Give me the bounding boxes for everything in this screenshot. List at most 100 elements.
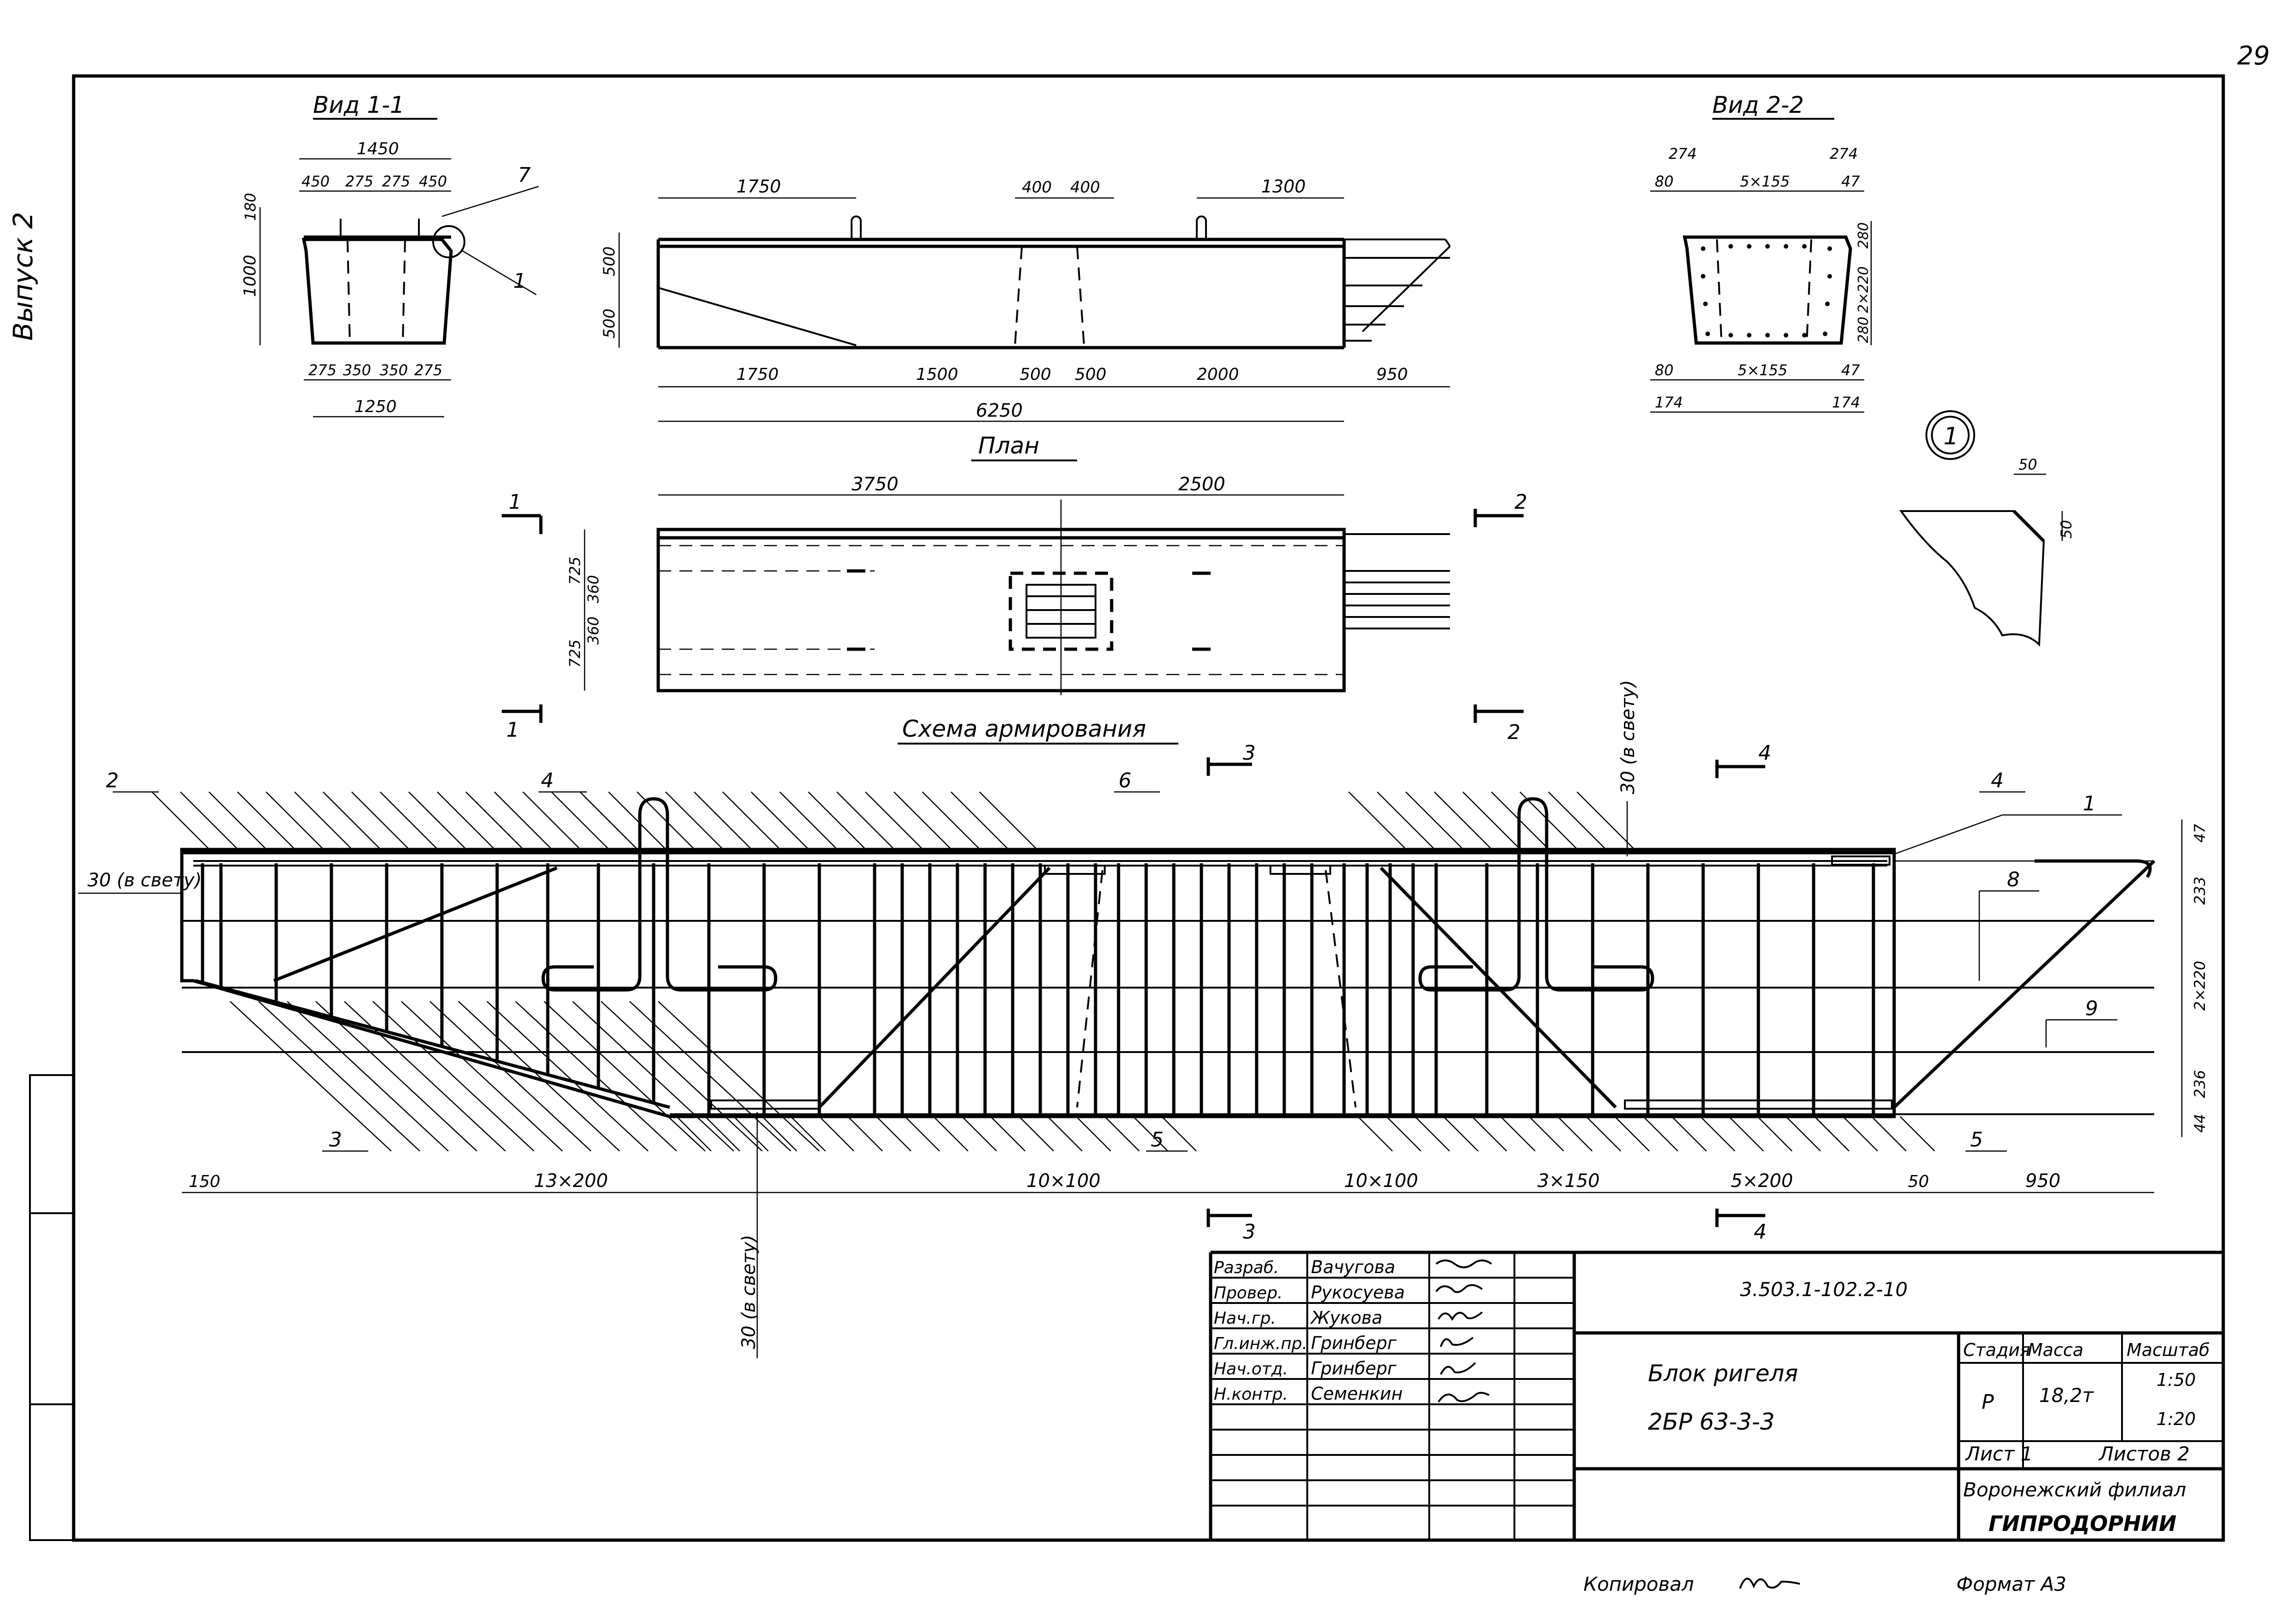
left-strip: [29, 1074, 75, 1541]
signatures: [1435, 1259, 1492, 1403]
reinf-section-mark: 3: [1243, 741, 1256, 765]
elev-dim: 400: [1070, 178, 1100, 197]
plan-view: План 3750 2500 725 360 360 725: [502, 432, 1527, 744]
title-block-role: Нач.отд.: [1214, 1360, 1288, 1379]
view22-dim: 280: [1855, 317, 1872, 343]
view22-dim: 80: [1655, 173, 1674, 190]
plan-dim: 2500: [1178, 474, 1225, 495]
plan-section-mark: 2: [1514, 490, 1527, 514]
view11-callout: 7: [518, 163, 531, 187]
title-block-person: Жукова: [1310, 1308, 1382, 1328]
reinf-callout: 4: [1991, 769, 2004, 792]
hatch-bottom: [230, 1001, 1935, 1152]
reinf-callout: 8: [2007, 868, 2020, 891]
product-mark: 2БР 63-3-3: [1648, 1408, 1775, 1435]
view22-dim: 280: [1855, 222, 1872, 249]
elev-dim: 1750: [736, 365, 779, 384]
view11-dim: 1000: [241, 255, 260, 297]
view11-dim: 275: [345, 173, 373, 190]
title-block-person: Гринберг: [1311, 1358, 1397, 1379]
detail-1: 1 50 50: [1899, 410, 2075, 647]
reinf-dim: 10×100: [1026, 1170, 1101, 1192]
doc-code: 3.503.1-102.2-10: [1740, 1278, 1908, 1301]
view11-dim: 275: [382, 173, 410, 190]
view11-callout: 1: [513, 269, 526, 293]
view22-dim: 174: [1655, 394, 1683, 411]
side-label: Выпуск 2: [7, 212, 39, 341]
plan-dim: 360: [585, 617, 602, 645]
view11-dim: 1450: [357, 140, 399, 158]
view11-dim: 350: [380, 361, 408, 379]
view22-dim: 274: [1669, 145, 1697, 163]
view11-dim: 450: [419, 173, 447, 190]
title-block-role: Гл.инж.пр.: [1214, 1334, 1307, 1353]
elev-dim: 1500: [916, 365, 958, 384]
elev-dim: 500: [1075, 365, 1107, 384]
reinf-callout: 1: [2083, 792, 2096, 815]
elevation-view: 1750 400 400 1300 500 500 1750 1500 500 …: [600, 176, 1451, 422]
reinf-section-mark: 4: [1754, 1220, 1767, 1244]
view22-dim: 274: [1830, 145, 1858, 163]
reinf-callout: 2: [106, 769, 119, 792]
plan-dim: 725: [566, 557, 584, 585]
view11-dim: 1250: [354, 397, 397, 416]
reinf-dim: 950: [2025, 1170, 2060, 1192]
title-block-person: Рукосуева: [1311, 1282, 1405, 1303]
view11-dim: 450: [301, 173, 330, 190]
view11-dim: 275: [308, 361, 336, 379]
elev-dim: 2000: [1197, 365, 1239, 384]
stage-value: Р: [1982, 1390, 1994, 1414]
view22-dim: 5×155: [1738, 361, 1787, 379]
reinf-dim: 10×100: [1344, 1170, 1418, 1192]
elev-dim: 1750: [736, 176, 781, 197]
product-name: Блок ригеля: [1648, 1360, 1798, 1387]
reinf-dim: 236: [2191, 1070, 2209, 1098]
plan-title: План: [978, 432, 1039, 459]
plan-dim: 360: [585, 575, 602, 603]
reinf-dim: 47: [2191, 824, 2209, 843]
stirrups: [201, 863, 1875, 1114]
hatch-top: [151, 791, 1635, 850]
view11-title: Вид 1-1: [313, 92, 405, 118]
scale-value-1: 1:50: [2157, 1370, 2196, 1390]
reinf-dim: 44: [2191, 1114, 2209, 1133]
reinf-note: 30 (в свету): [738, 1235, 760, 1349]
reinf-title: Схема армирования: [902, 716, 1146, 742]
sheet-count: Листов 2: [2098, 1443, 2190, 1465]
sheet-frame: [72, 74, 2225, 1542]
view-2-2: Вид 2-2 274 274 80 5×155 47 280 2×220 28…: [1650, 92, 1872, 413]
stage-label: Стадия: [1963, 1340, 2030, 1360]
title-block: Разраб.ВачуговаПровер.РукосуеваНач.гр.Жу…: [1209, 1251, 2223, 1540]
scale-value-2: 1:20: [2157, 1409, 2196, 1429]
elev-total: 6250: [976, 400, 1023, 421]
reinf-dim: 13×200: [534, 1170, 608, 1192]
title-block-role: Нач.гр.: [1214, 1309, 1276, 1328]
title-block-role: Н.контр.: [1214, 1385, 1288, 1404]
reinf-callout: 9: [2085, 997, 2098, 1020]
view-1-1: Вид 1-1 1450 450 275 275 450 180 1000 27…: [241, 92, 539, 418]
reinf-dim: 3×150: [1537, 1170, 1600, 1192]
plan-section-mark: 1: [509, 490, 522, 514]
elev-dim: 500: [600, 308, 619, 338]
reinf-callout: 5: [1151, 1128, 1164, 1152]
reinf-dim: 2×220: [2191, 961, 2209, 1011]
reinf-section-mark: 3: [1243, 1220, 1256, 1244]
view22-dim: 80: [1655, 361, 1674, 379]
sheet-format: Формат А3: [1956, 1573, 2066, 1595]
rebar-dots: [1701, 244, 1832, 337]
detail1-dim: 50: [2018, 456, 2037, 473]
reinf-section-mark: 4: [1758, 741, 1771, 765]
title-block-rows: Разраб.ВачуговаПровер.РукосуеваНач.гр.Жу…: [1211, 1257, 1574, 1507]
reinf-dim: 5×200: [1731, 1170, 1793, 1192]
title-block-role: Разраб.: [1214, 1258, 1279, 1277]
reinforcement-scheme: Схема армирования: [78, 680, 2209, 1358]
page-number: 29: [2237, 41, 2270, 71]
reinf-callout: 3: [329, 1128, 342, 1152]
view11-dim: 350: [343, 361, 371, 379]
reinf-dim: 50: [1908, 1172, 1929, 1191]
reinf-callout: 6: [1119, 769, 1131, 792]
reinf-note: 30 (в свету): [87, 870, 202, 891]
title-block-role: Провер.: [1214, 1284, 1283, 1303]
elev-dim: 500: [600, 246, 619, 276]
plan-dim: 3750: [852, 474, 899, 495]
